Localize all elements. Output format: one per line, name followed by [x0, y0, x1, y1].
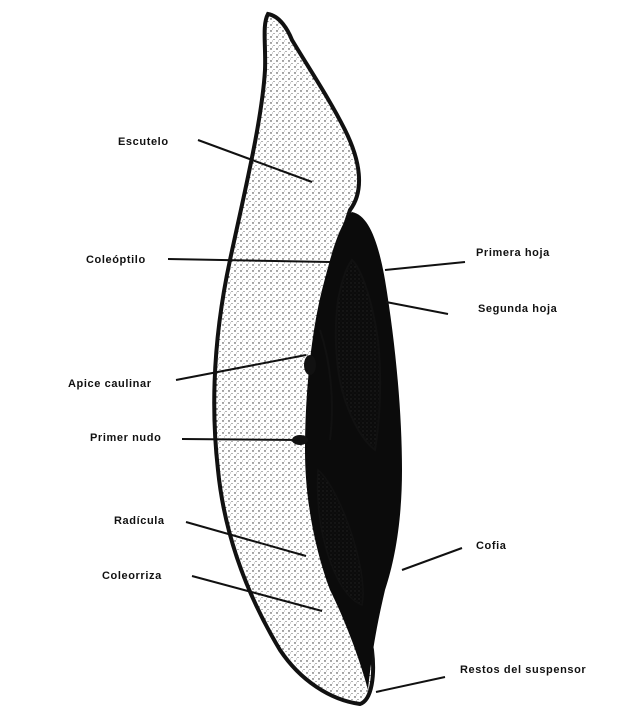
label-escutelo: Escutelo	[118, 136, 169, 148]
leader-primer-nudo	[182, 439, 300, 440]
label-primer-nudo: Primer nudo	[90, 432, 161, 444]
label-cofia: Cofia	[476, 540, 507, 552]
label-segunda-hoja: Segunda hoja	[478, 303, 557, 315]
leader-restos-suspensor	[376, 677, 445, 692]
label-coleorriza: Coleorriza	[102, 570, 162, 582]
label-primera-hoja: Primera hoja	[476, 247, 550, 259]
label-apice-caulinar: Apice caulinar	[68, 378, 152, 390]
label-coleoptilo: Coleóptilo	[86, 254, 146, 266]
leader-cofia	[402, 548, 462, 570]
apex-dark-spot	[304, 355, 316, 375]
leader-primera-hoja	[385, 262, 465, 270]
leader-segunda-hoja	[386, 302, 448, 314]
label-radicula: Radícula	[114, 515, 165, 527]
label-restos-suspensor: Restos del suspensor	[460, 664, 586, 676]
